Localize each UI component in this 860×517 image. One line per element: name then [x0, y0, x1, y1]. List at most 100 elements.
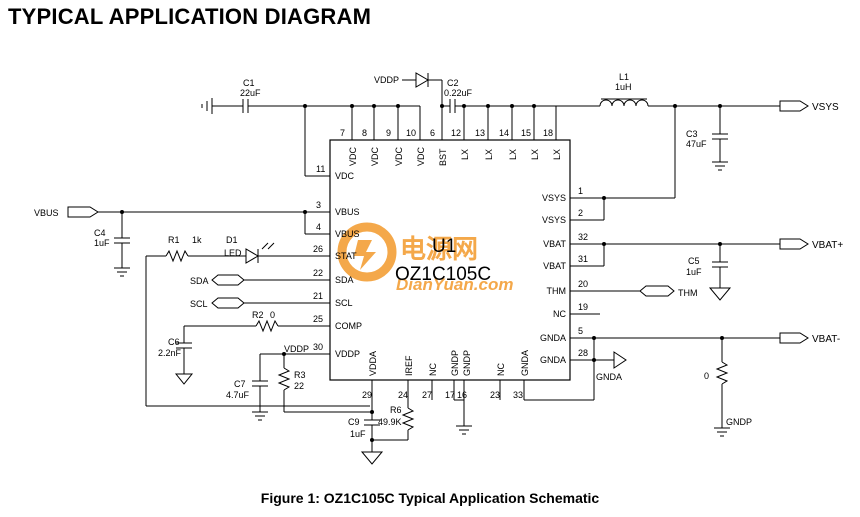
right-pins — [570, 242, 780, 400]
c5-ref: C5 — [688, 256, 700, 266]
watermark-ring — [337, 222, 397, 282]
pin-num: 2 — [578, 208, 583, 218]
pin-num: 17 — [445, 390, 455, 400]
net-gnda: GNDA — [596, 372, 622, 382]
comp-net — [174, 319, 305, 385]
top-pins: 7 8 9 10 6 12 13 14 15 18 VDC VDC VDC VD… — [340, 90, 562, 166]
watermark-en: DianYuan.com — [396, 275, 513, 294]
figure-caption: Figure 1: OZ1C105C Typical Application S… — [260, 490, 600, 506]
pin-num: 26 — [313, 244, 323, 254]
pin-name: NC — [496, 363, 506, 376]
r3-value: 22 — [294, 381, 304, 391]
vbat-neg-net — [613, 332, 809, 437]
stat-led-net — [145, 242, 370, 407]
c5-value: 1uF — [686, 267, 702, 277]
pin-name: VBUS — [335, 229, 360, 239]
vdda-iref-net — [360, 407, 472, 465]
page-title: TYPICAL APPLICATION DIAGRAM — [8, 4, 372, 29]
pin-num: 24 — [398, 390, 408, 400]
net-thm: THM — [678, 288, 698, 298]
net-vddp-left: VDDP — [284, 344, 309, 354]
left-pins — [305, 175, 330, 355]
c9-ref: C9 — [348, 417, 360, 427]
pin-name: COMP — [335, 321, 362, 331]
vbus-net — [67, 206, 307, 277]
pin-num: 10 — [406, 128, 416, 138]
pin-name: NC — [553, 309, 566, 319]
net-vbat-neg: VBAT- — [812, 334, 840, 345]
pin-name: GNDP — [462, 350, 472, 376]
net-sda: SDA — [190, 276, 209, 286]
vdc-net — [201, 98, 421, 177]
pin-num: 6 — [430, 128, 435, 138]
pin-num: 11 — [316, 164, 325, 174]
pin-name: VDDA — [368, 351, 378, 376]
pin-name: VBAT — [543, 239, 566, 249]
pin-name: VDDP — [335, 349, 360, 359]
net-vbat-pos: VBAT+ — [812, 240, 843, 251]
r1-ref: R1 — [168, 235, 180, 245]
pin-num: 13 — [475, 128, 485, 138]
pin-num: 21 — [313, 291, 323, 301]
pin-num: 9 — [386, 128, 391, 138]
l1-value: 1uH — [615, 82, 632, 92]
pin-name: LX — [460, 149, 470, 160]
pin-name: VDC — [394, 146, 404, 166]
pin-num: 32 — [578, 232, 588, 242]
pin-num: 14 — [499, 128, 509, 138]
pin-num: 22 — [313, 268, 323, 278]
i2c-net — [211, 274, 305, 309]
pin-num: 20 — [578, 279, 588, 289]
bottom-pins — [371, 380, 594, 424]
d1-ref: D1 — [226, 235, 238, 245]
c9-value: 1uF — [350, 429, 366, 439]
pin-name: VSYS — [542, 215, 566, 225]
thm-net — [639, 285, 675, 297]
r1-value: 1k — [192, 235, 202, 245]
bootstrap-net — [402, 72, 600, 113]
pin-name: GNDA — [540, 355, 566, 365]
ic-part: OZ1C105C — [395, 264, 491, 285]
c6-ref: C6 — [168, 337, 180, 347]
pin-name: THM — [547, 286, 567, 296]
pin-num: 29 — [362, 390, 372, 400]
pin-name: VDC — [348, 146, 358, 166]
c7-value: 4.7uF — [226, 390, 250, 400]
net-vsys: VSYS — [812, 102, 839, 113]
c1-value: 22uF — [240, 88, 261, 98]
pin-name: GNDA — [540, 333, 566, 343]
pin-name: GNDP — [450, 350, 460, 376]
c4-value: 1uF — [94, 238, 110, 248]
pin-name: VDC — [416, 146, 426, 166]
r3-ref: R3 — [294, 370, 306, 380]
pin-name: SDA — [335, 275, 354, 285]
pin-num: 19 — [578, 302, 588, 312]
pin-num: 8 — [362, 128, 367, 138]
pin-num: 3 — [316, 200, 321, 210]
c7-ref: C7 — [234, 379, 246, 389]
c4-ref: C4 — [94, 228, 106, 238]
pin-name: LX — [552, 149, 562, 160]
pin-name: VBUS — [335, 207, 360, 217]
c3-value: 47uF — [686, 139, 707, 149]
r6-ref: R6 — [390, 405, 402, 415]
net-vbus: VBUS — [34, 208, 59, 218]
pin-name: VDC — [370, 146, 380, 166]
pin-num: 27 — [422, 390, 432, 400]
pin-name: VSYS — [542, 193, 566, 203]
c1-ref: C1 — [243, 78, 255, 88]
pin-name: LX — [508, 149, 518, 160]
pin-num: 33 — [513, 390, 523, 400]
pin-num: 5 — [578, 326, 583, 336]
pin-name: VDC — [335, 171, 355, 181]
ic-ref: U1 — [432, 236, 456, 257]
watermark-cn: 电源网 — [400, 234, 478, 264]
ic-body — [329, 139, 571, 381]
pin-name: BST — [438, 148, 448, 166]
pin-num: 4 — [316, 222, 321, 232]
pin-num: 23 — [490, 390, 500, 400]
pin-num: 18 — [543, 128, 553, 138]
vbat-net — [708, 238, 809, 301]
d1-value: LED — [224, 248, 242, 258]
watermark-logo: 电源网 DianYuan.com — [337, 222, 513, 294]
